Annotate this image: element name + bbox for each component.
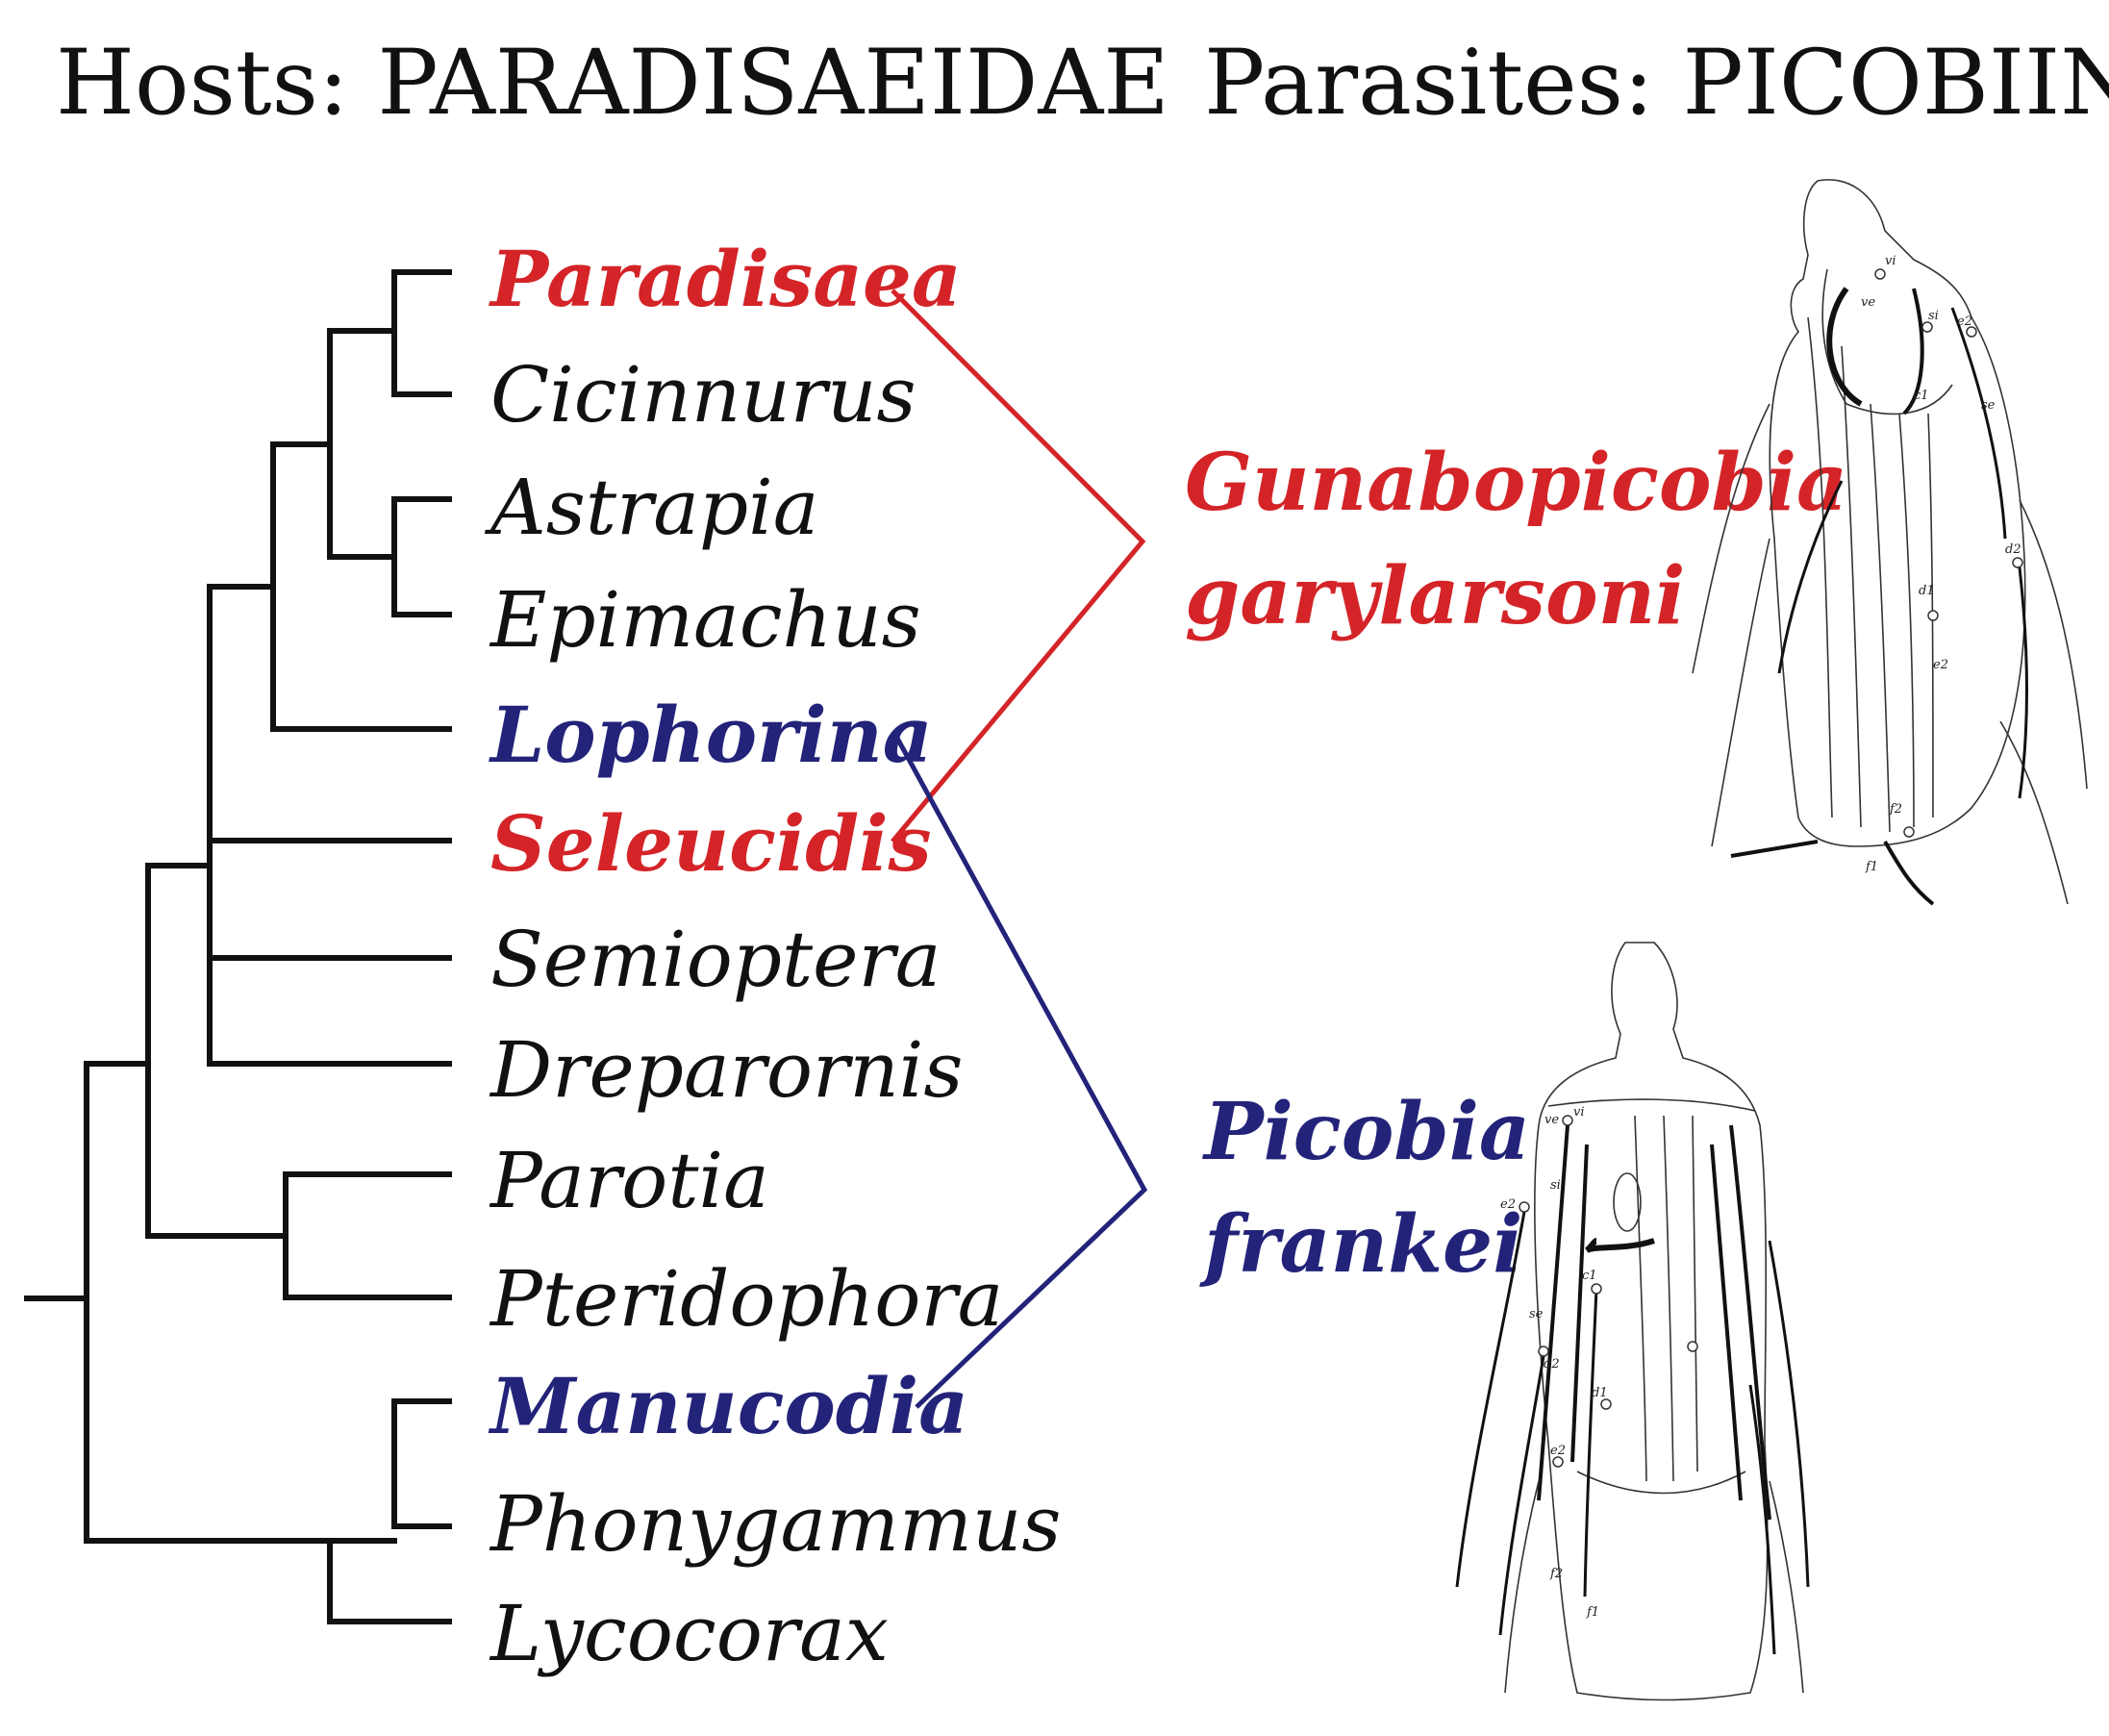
mite-seta-thick [1826,287,1863,407]
mite-seta [1950,307,2007,540]
mite-illustration-picobia: ve vi si e2 se c1 d2 d1 e2 f2 f1 [1455,942,1810,1701]
seta-base [1562,1115,1573,1126]
seta-base [1600,1398,1612,1410]
taxon-label-lophorina: Lophorina [489,690,933,780]
mite-leg-outline [2019,499,2088,790]
host-taxa-labels: Paradisaea Cicinnurus Astrapia Epimachus… [484,234,1061,1678]
parasite-epithet-garylarsoni: garylarsoni [1185,550,1685,642]
seta-label: e2 [1933,658,1948,672]
mite-body-outline [1769,179,2026,847]
mite-leg-outline [1711,538,1770,847]
seta-label: c1 [1914,389,1929,403]
association-line-gunabopicobia [891,289,1146,843]
taxon-label-manucodia: Manucodia [488,1361,968,1451]
association-line-picobia [891,731,1148,1409]
seta-base [1903,826,1915,838]
mite-striation [1634,1115,1647,1482]
mite-seta [1748,1384,1776,1655]
taxon-label-seleucidis: Seleucidis [490,798,932,889]
mite-seta [1498,1355,1545,1636]
hosts-header: Hosts: PARADISAEIDAE [56,31,1169,136]
seta-label: se [1529,1307,1544,1321]
seta-label: ve [1544,1113,1559,1127]
mite-striation [1898,413,1915,828]
seta-label: vi [1885,254,1896,268]
seta-label: d1 [1919,584,1935,598]
mite-seta [2018,566,2028,799]
parasite-name-gunabopicobia: Gunabopicobia [1185,437,1847,529]
taxon-label-phonygammus: Phonygammus [489,1479,1061,1569]
taxon-label-pteridophora: Pteridophora [489,1254,1003,1344]
taxon-label-semioptera: Semioptera [490,915,941,1004]
seta-base [1552,1456,1564,1468]
seta-base [2012,557,2023,568]
seta-label: f2 [1549,1567,1563,1581]
mite-striation [1841,345,1862,828]
seta-base [1874,268,1886,280]
seta-label: e2 [1957,314,1972,329]
mite-seta [1777,480,1844,674]
mite-seta-thick [1729,1124,1771,1521]
mite-shield-line [1576,1471,1746,1495]
mite-leg-outline [1999,720,2069,905]
mite-leg-outline [1692,403,1770,674]
seta-base [1927,610,1939,621]
seta-base [1921,321,1933,333]
taxon-label-epimachus: Epimachus [489,575,921,665]
seta-label: d2 [2005,542,2021,557]
taxon-label-parotia: Parotia [489,1136,769,1225]
mite-seta-thick [1537,1124,1569,1501]
seta-label: f1 [1586,1605,1599,1620]
seta-base [1519,1201,1530,1213]
mite-body-outline [1534,942,1769,1701]
seta-label: f2 [1889,802,1902,817]
seta-label: f1 [1865,860,1878,874]
seta-label: d1 [1592,1386,1608,1400]
taxon-label-cicinnurus: Cicinnurus [490,350,916,440]
mite-shield-line [1821,268,1953,415]
mite-seta-thick [1883,840,1935,906]
seta-label: d2 [1544,1357,1560,1371]
mite-striation [1663,1115,1674,1482]
mite-seta [1455,1211,1526,1588]
mite-seta [1768,1240,1810,1588]
mite-striation [1927,413,1934,818]
parasites-header: Parasites: PICOBIINAE [1204,31,2109,136]
parasite-name-picobia: Picobia [1202,1086,1530,1178]
mite-leg-outline [1769,1480,1804,1694]
taxon-label-lycocorax: Lycocorax [489,1589,889,1678]
mite-seta-thick [1710,1144,1743,1501]
mite-illustration-gunabopicobia: vi ve si e2 c1 se d2 d1 e2 f2 f1 [1692,179,2088,906]
mite-seta-thick [1730,840,1819,858]
seta-base [1591,1283,1602,1295]
parasite-epithet-frankei: frankei [1199,1198,1522,1291]
mite-shield-line [1547,1098,1756,1112]
seta-label: si [1928,309,1939,323]
seta-label: c1 [1582,1269,1597,1283]
seta-label: e2 [1500,1197,1516,1212]
mite-striation [1692,1115,1698,1472]
seta-label: vi [1573,1105,1585,1120]
mite-leg-outline [1504,1480,1540,1694]
mite-seta [1583,1288,1598,1598]
taxon-label-paradisaea: Paradisaea [489,234,962,324]
seta-base [1687,1341,1698,1352]
mite-striation [1870,403,1891,833]
mite-seta-thick [1570,1144,1589,1463]
seta-label: se [1981,398,1996,413]
host-phylogeny-tree [24,269,452,1624]
taxon-label-dreparornis: Dreparornis [489,1025,963,1115]
mite-seta-thick [1585,1238,1655,1253]
seta-base [1966,326,1977,338]
seta-label: ve [1861,295,1875,310]
seta-base [1538,1346,1549,1357]
mite-striation [1807,316,1833,818]
taxon-label-astrapia: Astrapia [484,463,818,552]
seta-label: si [1550,1178,1561,1193]
mite-seta-thick [1902,288,1924,415]
seta-label: e2 [1550,1444,1566,1458]
mite-organ [1613,1172,1642,1232]
